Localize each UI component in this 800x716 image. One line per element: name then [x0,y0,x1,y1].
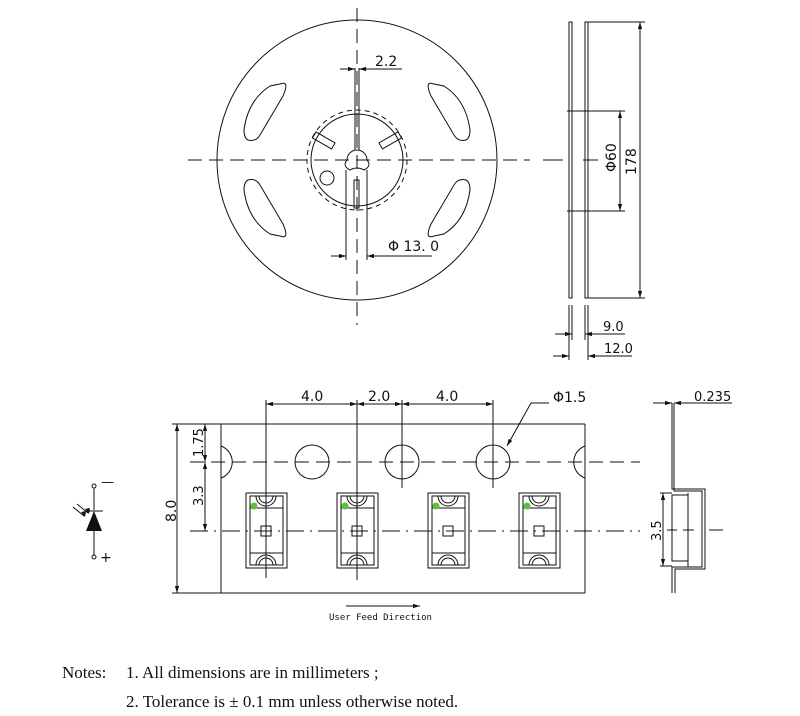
component-outline [431,495,466,566]
dim-pitch-3: 4.0 [436,389,458,405]
spindle-hole [344,149,370,171]
cathode-terminal [91,483,97,489]
component-outline [522,495,557,566]
notes-label: Notes: [62,663,107,682]
component-top-arc [528,495,550,507]
component-center-square [533,525,545,537]
dim-thickness: 0.235 [694,390,731,405]
component-body [671,494,689,562]
component-top-arc-inner [440,495,456,504]
component-center-square [442,525,454,537]
diode-triangle-icon [86,511,102,531]
dim-edge-to-hole: 1.75 [192,428,207,457]
dim-hole-diameter: Φ1.5 [553,390,586,406]
dim-hole-to-center: 3.3 [192,485,207,506]
dim-outer-width: 12.0 [604,342,633,357]
plus-label: + [100,550,112,566]
dim-inner-width: 9.0 [603,320,624,335]
component-pocket [427,492,470,569]
dim-pitch-1: 4.0 [301,389,323,405]
polarity-mark [341,502,349,510]
dim-hub: Φ60 [604,143,620,172]
feed-direction-label: User Feed Direction [329,613,432,623]
hub-circle [310,113,404,207]
reel-front-view: 2.2 Φ 13. 0 [188,8,530,325]
dim-slot-width: 2.2 [375,54,397,70]
note-item: 1. All dimensions are in millimeters ; [126,663,379,682]
polarity-mark [523,502,531,510]
dim-tape-width: 8.0 [164,500,180,522]
light-arrowhead-icon [85,508,90,514]
reel-side-view: Φ60 178 9.0 12.0 [543,21,645,360]
component-top-arc [437,495,459,507]
hub-drive-hole [319,170,335,186]
component-bottom-arc-inner [440,557,456,566]
component-bottom-arc [437,554,459,566]
dim-reel-diameter: 178 [624,148,640,175]
anode-terminal [91,554,97,560]
polarity-mark [250,502,258,510]
hub-slot-left [311,131,336,150]
component-bottom-arc [528,554,550,566]
notes-block: Notes: 1. All dimensions are in millimet… [62,658,458,716]
light-arrow-icon [76,503,89,514]
hole-diameter-leader [506,402,549,447]
dim-hub-diameter: Φ 13. 0 [388,239,439,255]
component-pocket [518,492,561,569]
tape-profile-outer [671,403,706,593]
light-arrowhead-icon [81,511,86,517]
reel-window-bottom-left [243,179,287,238]
tape-profile-inner [671,403,703,593]
minus-label: — [101,475,114,490]
photodiode-symbol: — + [72,475,114,566]
reel-window-bottom-right [427,179,471,238]
reel-window-top-left [243,82,287,141]
tape-side-view: 3.5 0.235 [650,390,732,593]
hub-dashed-circle [306,109,408,211]
polarity-mark [432,502,440,510]
reel-flange-left [568,21,573,299]
note-item: 2. Tolerance is ± 0.1 mm unless otherwis… [126,692,459,711]
dim-pocket-depth: 3.5 [650,520,665,541]
light-arrow-icon [72,506,85,517]
dim-pitch-2: 2.0 [368,389,390,405]
component-top-arc-inner [531,495,547,504]
hub-bottom-slot [353,179,360,209]
reel-window-top-right [427,82,471,141]
component-bottom-arc-inner [531,557,547,566]
carrier-tape-view: 4.0 2.0 4.0 Φ1.5 8.0 1.75 3.3 User Feed … [164,389,640,623]
hub-slot-right [378,131,403,150]
